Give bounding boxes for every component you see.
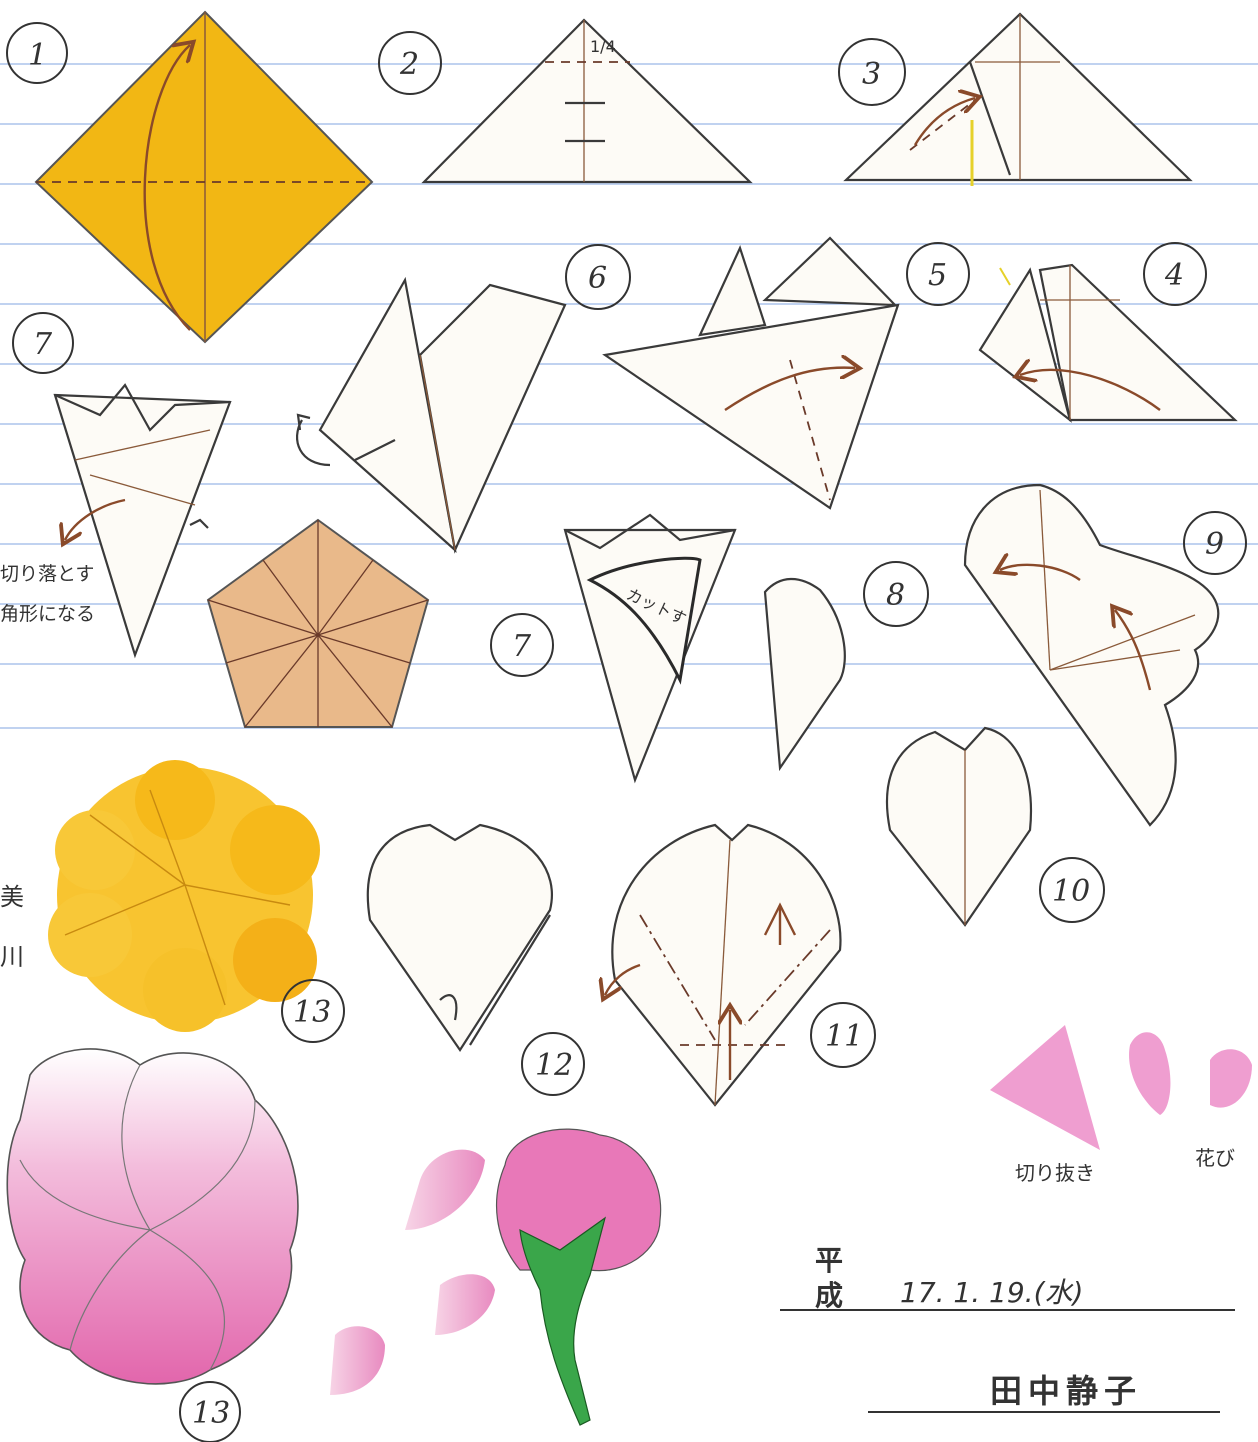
step-3-label: 3 <box>862 57 881 92</box>
step-12-diagram <box>368 825 552 1050</box>
step-2-label: 2 <box>399 47 419 82</box>
step-6-label: 6 <box>588 261 607 296</box>
step-2-diagram: 1/4 <box>424 20 750 182</box>
era-bottom: 成 <box>815 1279 843 1312</box>
step-6-diagram <box>297 280 565 550</box>
step-8-label: 8 <box>886 578 905 613</box>
step-4-label: 4 <box>1164 258 1184 293</box>
step-5-label: 5 <box>928 258 947 293</box>
yellow-flower <box>48 760 320 1032</box>
step-1-diagram <box>36 12 372 342</box>
step-5-diagram <box>605 238 898 508</box>
fraction-mark: 1/4 <box>590 37 616 56</box>
era-top: 平 <box>815 1244 843 1277</box>
step-1-label: 1 <box>28 38 47 73</box>
margin-char-2: 川 <box>0 943 24 971</box>
note-petal: 花び <box>1195 1146 1235 1170</box>
note-pentagon: 角形になる <box>0 603 95 625</box>
step-11-label: 11 <box>825 1019 863 1054</box>
pink-petals <box>330 1025 1252 1395</box>
margin-char-1: 美 <box>0 883 24 911</box>
step-3-diagram <box>846 14 1190 186</box>
step-10-diagram <box>887 728 1031 925</box>
step-4-diagram <box>980 265 1235 420</box>
date-block: 平 成 17. 1. 19.(水) <box>780 1244 1235 1312</box>
step-8-diagram <box>765 579 845 768</box>
step-9-label: 9 <box>1205 527 1224 562</box>
step-13b-label: 13 <box>192 1396 230 1431</box>
pentagon-diagram <box>208 520 428 727</box>
step-13a-label: 13 <box>293 995 331 1030</box>
author-name: 田中静子 <box>990 1372 1142 1410</box>
note-cut-off: 切り落とす <box>0 563 94 585</box>
step-7b-label: 7 <box>512 629 532 664</box>
date-value: 17. 1. 19.(水) <box>900 1276 1083 1309</box>
step-7b-diagram: カットす <box>565 515 735 780</box>
step-10-label: 10 <box>1052 874 1090 909</box>
note-cutout: 切り抜き <box>1015 1161 1095 1185</box>
carnation <box>497 1129 661 1425</box>
step-11-diagram <box>605 825 840 1105</box>
step-12-label: 12 <box>535 1048 573 1083</box>
step-7a-label: 7 <box>33 327 53 362</box>
signature-block: 田中静子 <box>868 1372 1220 1412</box>
pink-flower <box>7 1049 298 1384</box>
